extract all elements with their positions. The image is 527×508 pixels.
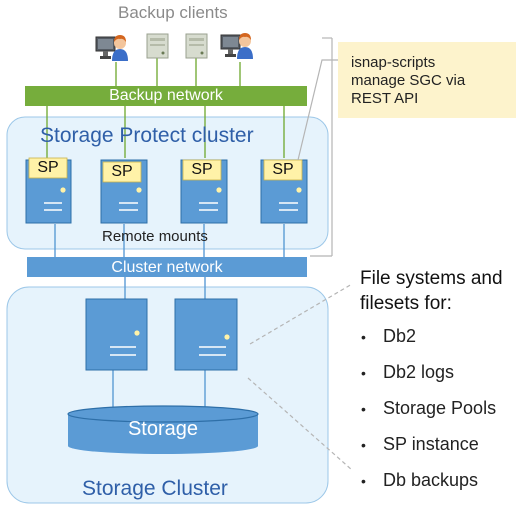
- filesystem-item: Db2 logs: [383, 362, 455, 382]
- filesystem-item: Storage Pools: [383, 398, 497, 418]
- cluster-network-links: [124, 277, 206, 299]
- cluster-network-label: Cluster network: [111, 259, 223, 276]
- storage-protect-cluster-label: Storage Protect cluster: [40, 124, 254, 147]
- sp-badge-label: SP: [111, 163, 133, 180]
- backup-network-bar: [25, 86, 307, 106]
- client-user-icon: [95, 35, 128, 61]
- filesystems-title-line: filesets for:: [360, 293, 452, 314]
- remote-mounts-label: Remote mounts: [102, 228, 208, 245]
- filesystems-title: File systems and filesets for:: [360, 266, 503, 316]
- cluster-network-bar: [27, 257, 307, 277]
- filesystem-item: Db backups: [383, 470, 479, 490]
- client-user-icon: [220, 33, 253, 59]
- bullet-icon: •: [361, 437, 366, 453]
- backup-clients-label: Backup clients: [118, 3, 228, 22]
- sp-badge-bg: [28, 157, 68, 179]
- sp-badge-label: SP: [37, 159, 59, 176]
- note-box: isnap-scripts manage SGC via REST API: [338, 42, 516, 118]
- sp-cluster-panel: [6, 116, 329, 250]
- storage-server: [85, 298, 148, 371]
- bullet-icon: •: [361, 401, 366, 417]
- storage-cluster-label: Storage Cluster: [82, 477, 228, 500]
- storage-cylinder: [67, 405, 259, 454]
- sp-badge-label: SP: [272, 161, 294, 178]
- fs-pointer-upper: [249, 283, 353, 345]
- filesystem-item: SP instance: [383, 434, 479, 454]
- note-line: isnap-scripts: [351, 54, 436, 71]
- remote-mount-links: [54, 224, 285, 257]
- bullet-icon: •: [361, 329, 366, 345]
- client-server-icon: [185, 33, 208, 59]
- storage-label: Storage: [127, 418, 199, 440]
- sp-badge-label: SP: [191, 161, 213, 178]
- backup-network-label: Backup network: [109, 87, 223, 104]
- client-server-icon: [146, 33, 169, 59]
- filesystems-title-line: File systems and: [360, 268, 503, 289]
- client-uplinks: [115, 58, 241, 86]
- sp-badge-bg: [182, 159, 222, 181]
- note-callout-line: [297, 59, 338, 161]
- storage-server: [174, 298, 238, 371]
- note-line: REST API: [351, 90, 419, 107]
- fs-pointer-lower: [247, 377, 353, 471]
- storage-cluster-panel: [6, 286, 329, 504]
- bullet-icon: •: [361, 365, 366, 381]
- sp-badge-bg: [102, 161, 142, 183]
- filesystem-item: Db2: [383, 326, 417, 346]
- note-line: manage SGC via: [351, 72, 466, 89]
- sp-badge-bg: [263, 159, 303, 181]
- bullet-icon: •: [361, 473, 366, 489]
- sp-uplinks: [46, 106, 285, 158]
- storage-links: [112, 370, 206, 412]
